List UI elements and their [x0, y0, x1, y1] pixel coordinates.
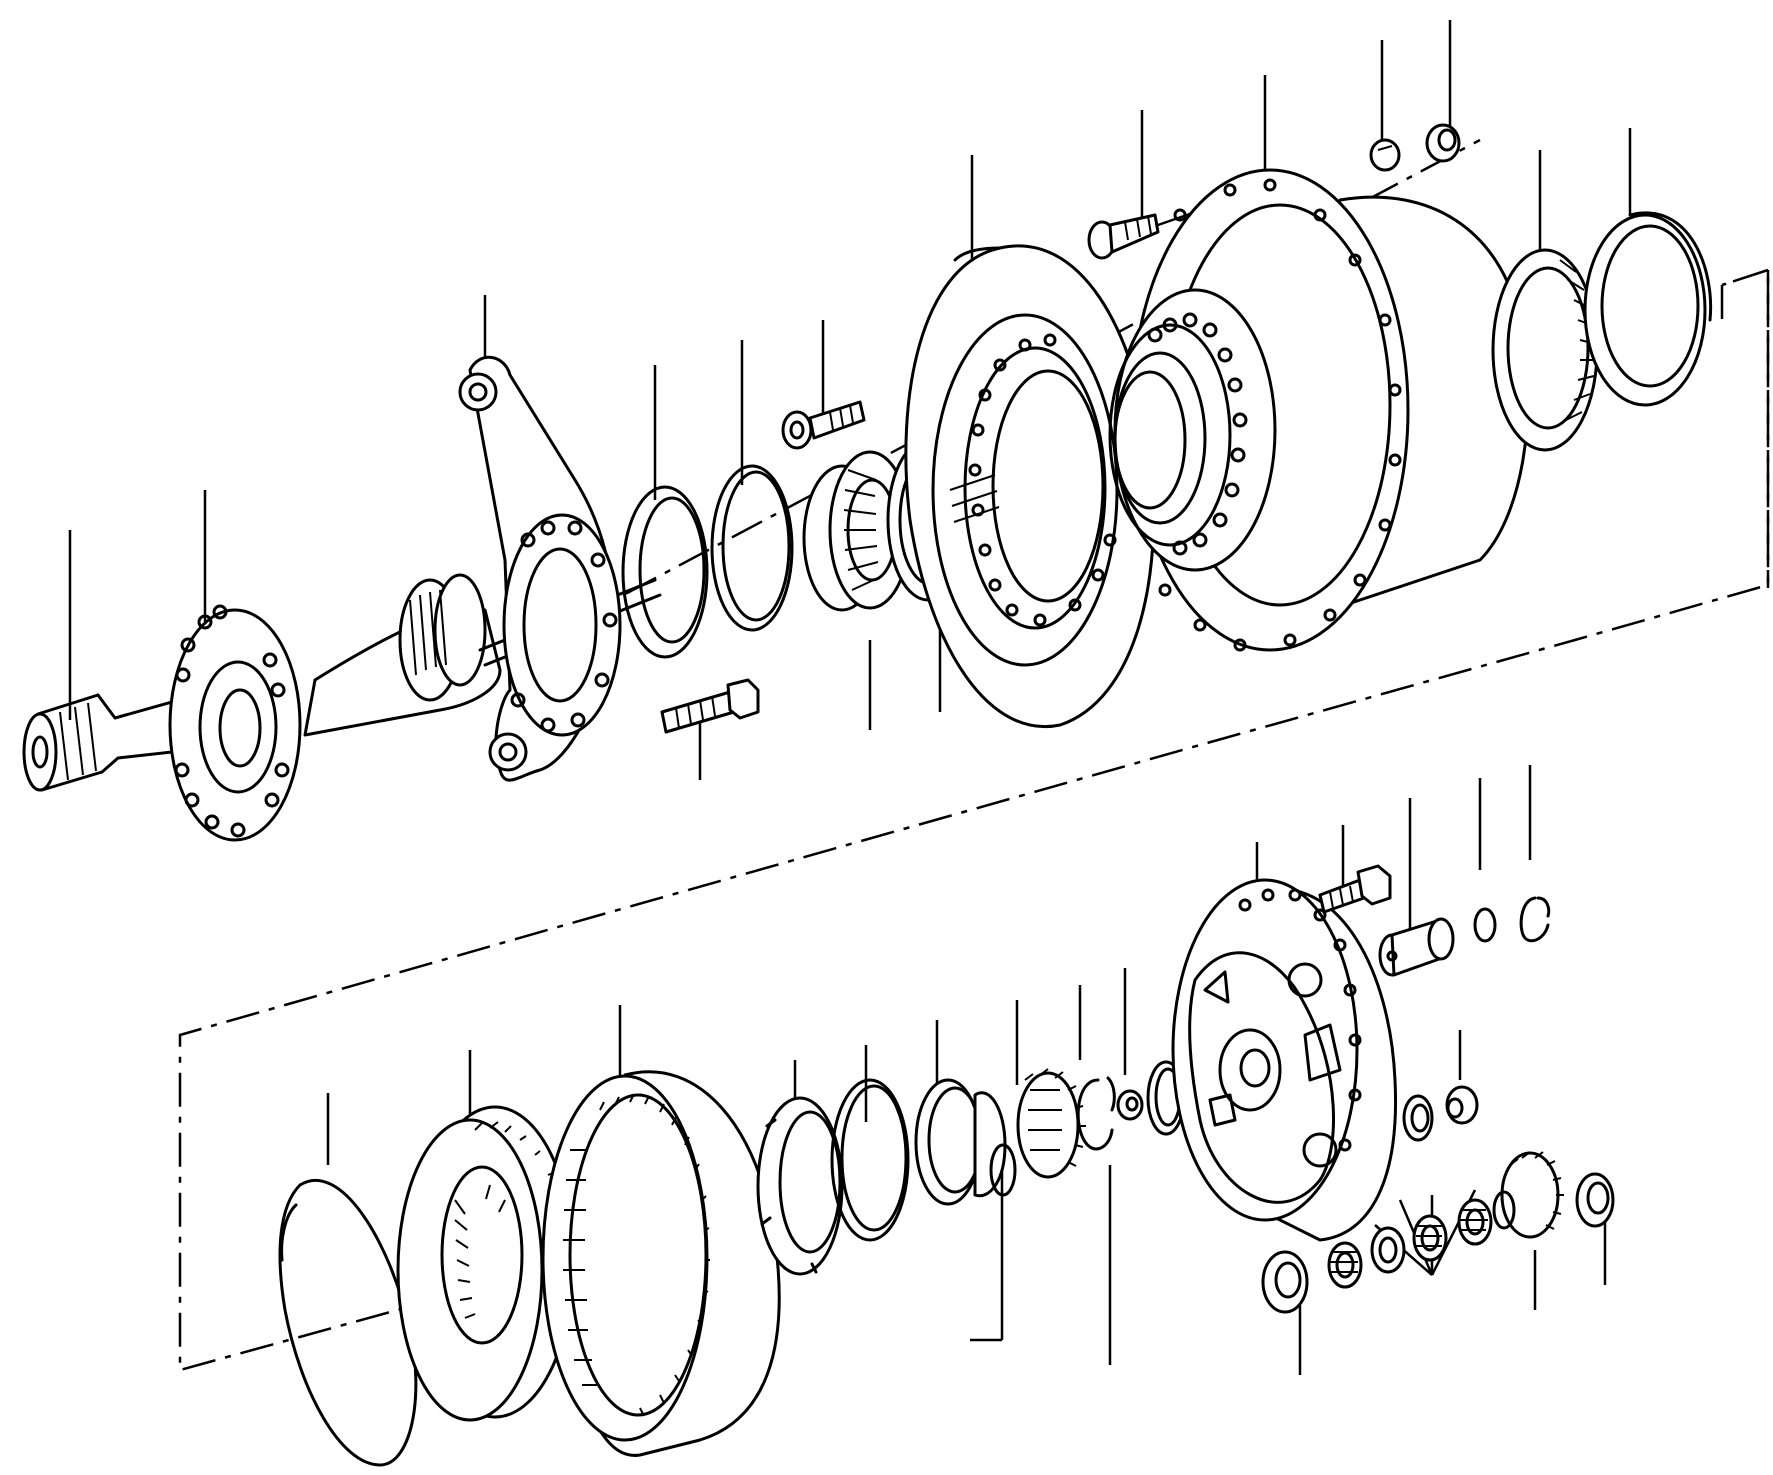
pin	[1378, 917, 1455, 977]
ring-gear	[541, 1070, 781, 1457]
planet-carrier	[1171, 878, 1398, 1242]
socket-screw	[781, 400, 866, 450]
thrust-washer-right	[1575, 1172, 1615, 1228]
small-washer	[1116, 1089, 1144, 1121]
needle-bearing-4	[1457, 1198, 1493, 1246]
needle-bearing-3	[1412, 1214, 1448, 1262]
retaining-ring	[1519, 896, 1551, 943]
washer	[1425, 123, 1461, 163]
nut	[1369, 138, 1401, 172]
brake-disc	[904, 244, 1156, 729]
needle-bearing-2	[1370, 1226, 1406, 1274]
bolt-lower	[1318, 864, 1392, 914]
snap-ring-small	[1076, 1076, 1116, 1151]
retainer	[756, 1096, 844, 1276]
bearing	[1491, 248, 1599, 452]
axle-flange	[168, 573, 662, 842]
o-ring	[710, 464, 794, 632]
sun-gear-carrier	[396, 1105, 575, 1422]
snap-ring	[278, 1178, 418, 1467]
bearing-cup-right	[1583, 211, 1713, 407]
assembly-boundary	[178, 268, 1770, 1372]
planet-gear-2	[1492, 1151, 1564, 1239]
circlip	[830, 1078, 910, 1242]
small-washer-right	[1402, 1094, 1434, 1142]
o-ring-small	[1473, 907, 1497, 943]
needle-bearing-1	[1327, 1241, 1363, 1289]
wheel-hub	[1108, 168, 1530, 652]
leader-lines-upper	[68, 20, 1632, 780]
steering-knuckle-arm	[458, 355, 622, 782]
plug	[1445, 1085, 1479, 1125]
spacer	[914, 1078, 1017, 1206]
planet-gear	[1016, 1068, 1086, 1179]
thrust-washer	[1261, 1250, 1309, 1314]
hex-bolt	[660, 678, 760, 734]
hub-bolt	[1087, 198, 1231, 260]
seal-ring	[621, 485, 709, 659]
